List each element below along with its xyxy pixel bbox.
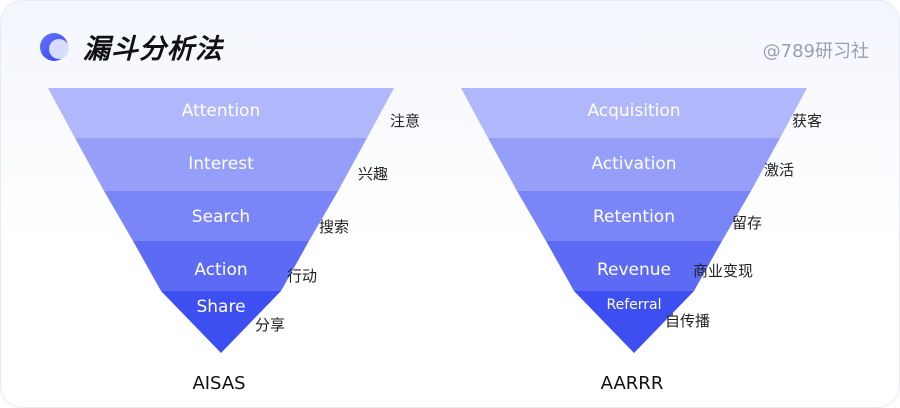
funnel-aarrr-stage-3 — [517, 191, 751, 241]
funnel-aarrr-stage-5-label: Referral — [607, 297, 662, 313]
funnel-aisas-stage-3-label: Search — [192, 207, 250, 227]
funnel-aisas-stage-2-label: Interest — [188, 154, 254, 174]
funnel-aarrr-stage-4 — [546, 241, 722, 291]
funnel-aisas-stage-5 — [161, 291, 281, 353]
funnel-aarrr-stage-4-label: Revenue — [597, 260, 671, 280]
funnel-aisas-stage-2-side: 兴趣 — [358, 165, 388, 183]
funnel-aisas: Attention Interest Search Action Share 注… — [48, 88, 420, 394]
watermark-text: @789研习社 — [762, 41, 869, 62]
page-title: 漏斗分析法 — [83, 34, 223, 65]
funnel-aisas-stage-5-side: 分享 — [255, 316, 285, 334]
funnel-aarrr-caption: AARRR — [601, 373, 664, 394]
funnel-aarrr-stage-2-side: 激活 — [764, 161, 794, 179]
funnel-aarrr-stage-3-side: 留存 — [732, 214, 762, 232]
funnel-aarrr-stage-3-label: Retention — [593, 207, 675, 227]
funnel-aisas-stage-5-label: Share — [196, 297, 245, 317]
funnel-aisas-stage-4-side: 行动 — [287, 267, 317, 285]
funnel-aarrr-stage-1-label: Acquisition — [587, 101, 680, 121]
half-moon-icon — [40, 33, 69, 61]
funnel-aisas-stage-4 — [133, 241, 309, 291]
funnel-aisas-stage-1-label: Attention — [182, 101, 260, 121]
funnel-aarrr-stage-2-label: Activation — [591, 154, 676, 174]
funnel-aarrr-stage-4-side: 商业变现 — [693, 262, 753, 280]
funnel-aarrr-stage-1 — [461, 88, 807, 138]
funnel-aarrr-stage-5 — [574, 291, 694, 353]
funnel-aisas-stage-3-side: 搜索 — [319, 218, 349, 236]
funnel-aisas-stage-1 — [48, 88, 394, 138]
funnel-aarrr: Acquisition Activation Retention Revenue… — [461, 88, 822, 394]
funnel-aisas-stage-4-label: Action — [194, 260, 247, 280]
funnel-aisas-stage-3 — [104, 191, 338, 241]
funnel-aisas-caption: AISAS — [192, 373, 245, 394]
funnel-aarrr-stage-1-side: 获客 — [792, 112, 822, 130]
funnel-aisas-stage-2 — [75, 138, 367, 191]
funnel-aarrr-stage-5-side: 自传播 — [665, 312, 710, 330]
funnel-aarrr-stage-2 — [488, 138, 780, 191]
funnel-aisas-stage-1-side: 注意 — [390, 112, 420, 130]
